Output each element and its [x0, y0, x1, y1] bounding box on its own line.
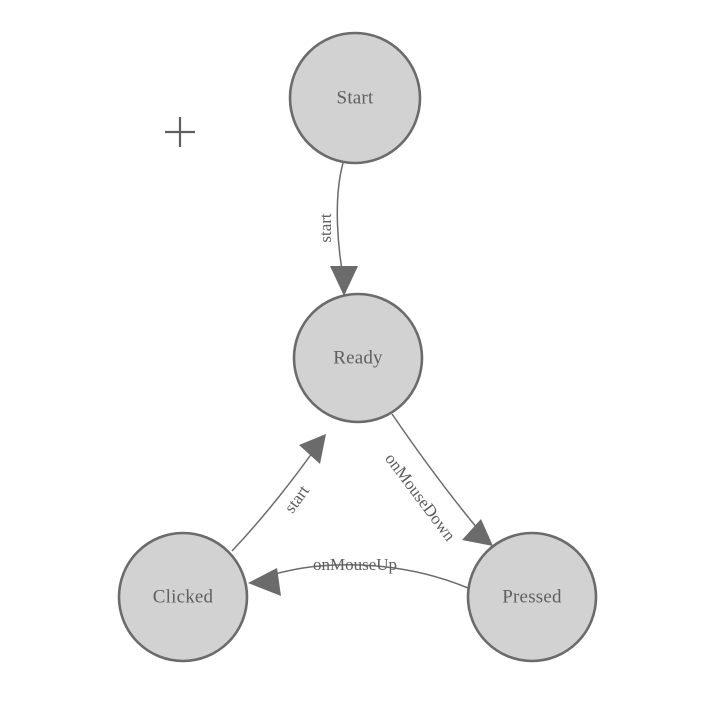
- markers-layer: [165, 117, 195, 147]
- state-node-pressed[interactable]: Pressed: [466, 531, 598, 663]
- nodes-layer: Start Ready Clicked Pressed: [117, 31, 598, 663]
- edge-label-start: start: [316, 213, 335, 243]
- node-circle[interactable]: [292, 292, 424, 424]
- node-circle[interactable]: [288, 31, 422, 165]
- node-circle[interactable]: [466, 531, 598, 663]
- edge-label-onmousedown: onMouseDown: [381, 449, 460, 545]
- edge-pressed-to-clicked[interactable]: onMouseUp: [248, 555, 469, 596]
- edge-start-to-ready[interactable]: start: [316, 162, 358, 296]
- state-node-ready[interactable]: Ready: [292, 292, 424, 424]
- arrowhead-icon: [462, 519, 493, 546]
- edge-line: [391, 413, 483, 535]
- edge-label-start-2: start: [280, 481, 313, 516]
- node-label: Clicked: [153, 586, 214, 607]
- node-label: Ready: [333, 347, 383, 368]
- arrowhead-icon: [299, 434, 326, 464]
- state-node-start[interactable]: Start: [288, 31, 422, 165]
- edge-line: [261, 564, 469, 589]
- edge-line: [336, 162, 345, 283]
- arrowhead-icon: [330, 266, 358, 296]
- edge-line: [231, 445, 318, 552]
- node-circle[interactable]: [117, 531, 249, 663]
- edge-clicked-to-ready[interactable]: start: [231, 434, 326, 552]
- node-label: Pressed: [502, 586, 562, 607]
- crosshair-icon: [165, 117, 195, 147]
- state-node-clicked[interactable]: Clicked: [117, 531, 249, 663]
- arrowhead-icon: [248, 568, 281, 596]
- edge-label-onmouseup: onMouseUp: [313, 555, 397, 574]
- edge-ready-to-pressed[interactable]: onMouseDown: [381, 413, 493, 546]
- node-label: Start: [337, 87, 374, 108]
